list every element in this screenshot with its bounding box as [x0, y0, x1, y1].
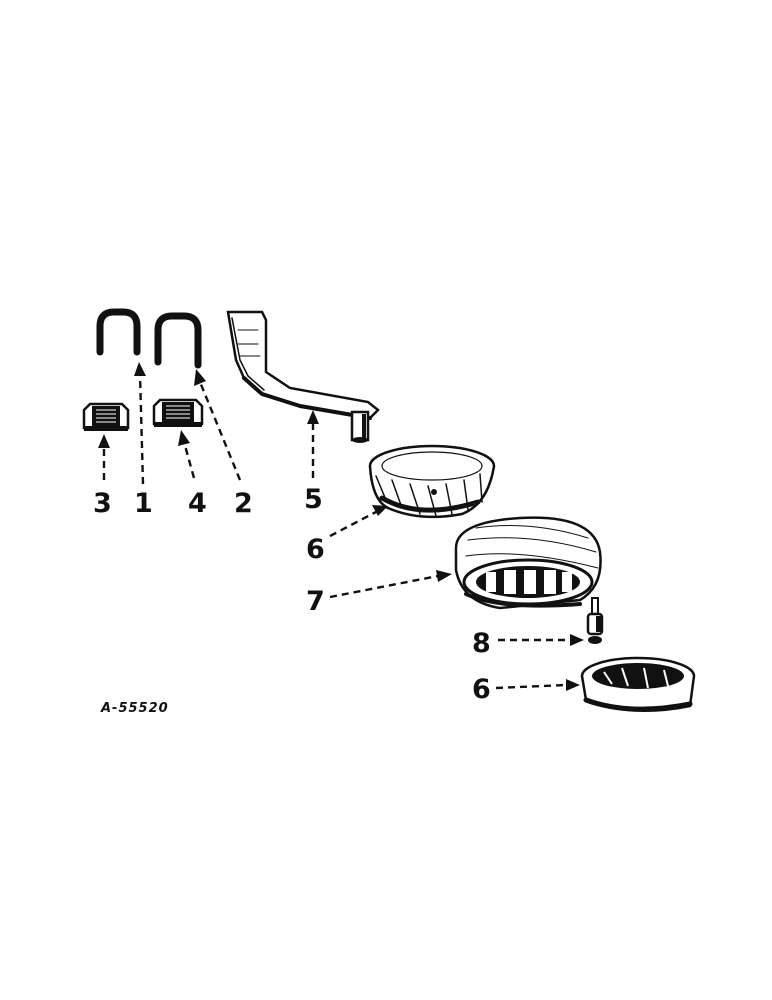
arrowhead-5: [307, 410, 319, 424]
arrowhead-3: [98, 434, 110, 448]
leader-lines: [98, 362, 584, 691]
leader-line-7: [329, 574, 439, 599]
leader-line-1: [138, 373, 145, 485]
callout-6-upper: 6: [306, 534, 325, 565]
clamp-plate-icon: [82, 402, 130, 431]
arrowhead-6-upper: [372, 505, 388, 516]
arrowhead-1: [134, 362, 146, 376]
reference-code: A-55520: [100, 701, 169, 716]
valve-stem-icon: [586, 597, 604, 644]
arrowhead-7: [436, 570, 452, 582]
leader-line-2: [198, 381, 242, 481]
callout-labels: 3 1 4 2 5 6 7 8 6: [93, 484, 491, 705]
tire-icon: [454, 516, 602, 610]
callout-3: 3: [93, 488, 112, 519]
callout-1: 1: [134, 488, 153, 519]
wheel-half-icon: [580, 656, 696, 713]
callout-4: 4: [188, 488, 207, 519]
callout-6-lower: 6: [472, 674, 491, 705]
arrowhead-2: [194, 369, 206, 386]
leader-line-4: [182, 441, 196, 479]
callout-2: 2: [234, 488, 253, 519]
u-bolt-icon: [96, 308, 141, 356]
u-bolt-icon: [154, 312, 202, 369]
wheel-half-icon: [368, 444, 496, 519]
callout-7: 7: [306, 586, 325, 617]
arrowhead-4: [178, 430, 190, 446]
leader-line-6-lower: [495, 683, 567, 690]
arrowhead-6-lower: [566, 679, 580, 691]
arrowhead-8: [570, 634, 584, 646]
callout-5: 5: [304, 484, 323, 515]
callout-8: 8: [472, 628, 491, 659]
leader-line-6-upper: [329, 510, 377, 538]
caster-arm-icon: [226, 310, 380, 443]
clamp-plate-icon: [152, 398, 204, 427]
